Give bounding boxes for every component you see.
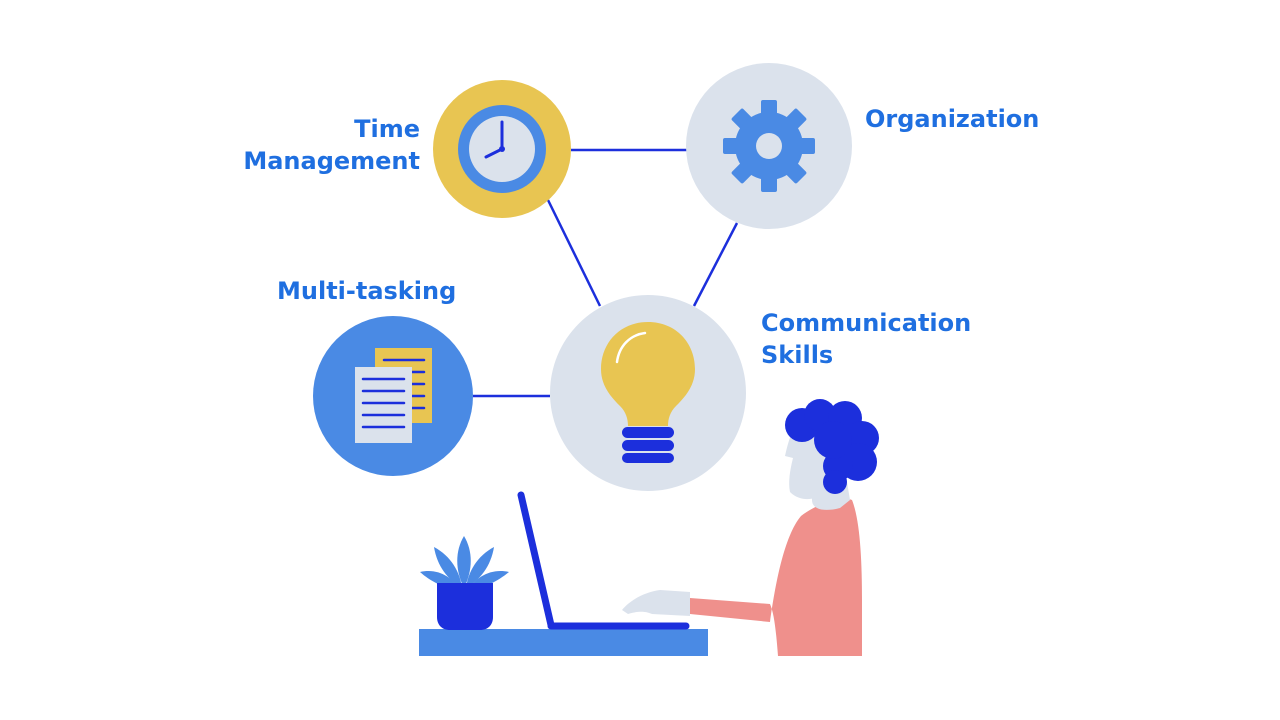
multi-tasking-label-line-1: Multi-tasking (277, 277, 457, 305)
node-multi-tasking (313, 316, 473, 476)
communication-skills-label-line-1: Communication (761, 309, 972, 337)
gear-icon (723, 100, 815, 192)
connector-organization-communication (692, 222, 739, 307)
potted-plant-icon (420, 536, 509, 630)
laptop (517, 491, 690, 630)
organization-label: Organization (865, 103, 1039, 135)
multi-tasking-label: Multi-tasking (277, 275, 456, 307)
desk-scene (419, 399, 879, 656)
time-management-label-line-1: Time (354, 115, 420, 143)
documents-icon (355, 348, 432, 443)
person-at-laptop (622, 399, 879, 656)
node-time-management (433, 80, 571, 218)
time-management-label: Time Management (243, 113, 420, 177)
clock-icon (458, 105, 546, 193)
desk (419, 629, 708, 656)
node-communication-skills (550, 295, 746, 491)
hair (785, 399, 879, 494)
organization-label-line-1: Organization (865, 105, 1040, 133)
connector-time-communication (546, 199, 602, 307)
communication-skills-label: Communication Skills (761, 307, 971, 371)
connectors (473, 148, 739, 398)
lightbulb-icon (601, 322, 695, 463)
communication-skills-label-line-2: Skills (761, 341, 834, 369)
time-management-label-line-2: Management (243, 147, 420, 175)
node-organization (686, 63, 852, 229)
